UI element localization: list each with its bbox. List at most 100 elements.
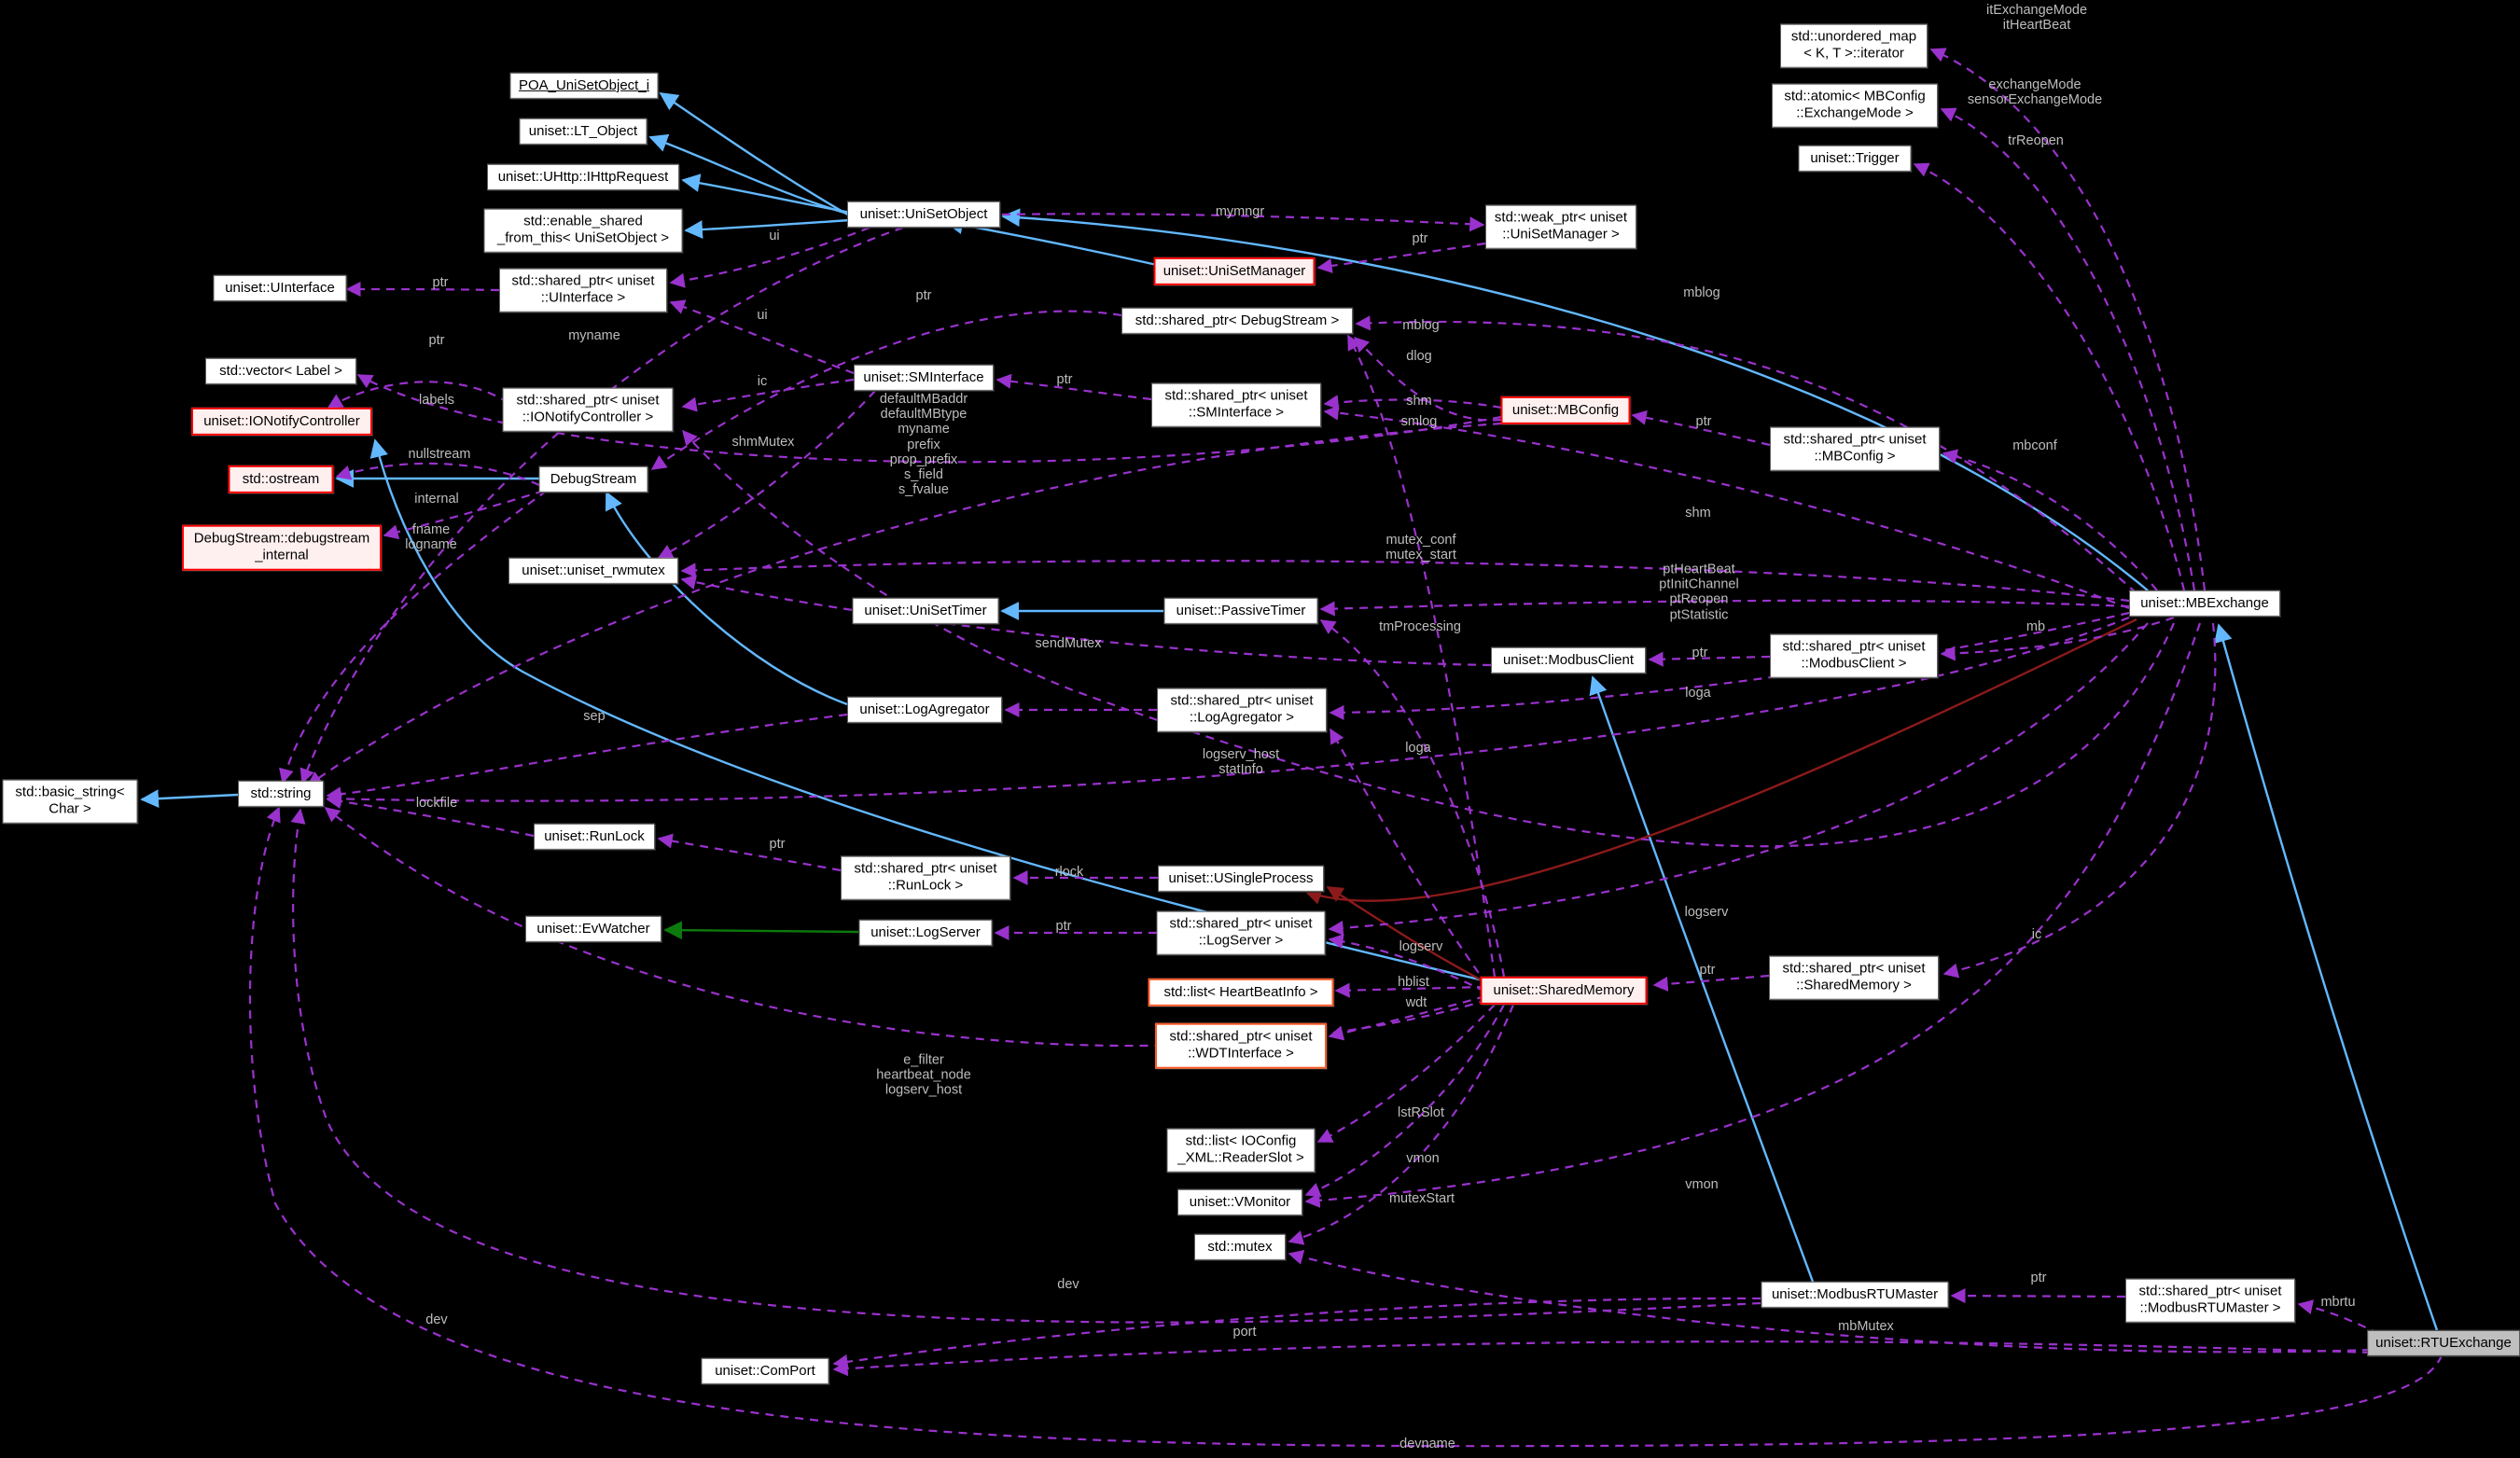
edge-purple-73 (1950, 1288, 2126, 1304)
edge-purple-42 (1319, 619, 1506, 978)
edge-purple-74 (1940, 616, 2175, 661)
class-node-sp_mbconf[interactable]: std::shared_ptr< uniset ::MBConfig > (1770, 426, 1940, 471)
edge-blue-2 (681, 174, 852, 215)
edge-purple-45 (681, 378, 855, 412)
edge-purple-24 (279, 490, 548, 785)
class-node-atomic[interactable]: std::atomic< MBConfig ::ExchangeMode > (1772, 83, 1938, 128)
edge-blue-11 (1589, 675, 1815, 1283)
edge-purple-32 (995, 373, 1152, 401)
class-node-uint[interactable]: uniset::UInterface (213, 274, 347, 302)
class-node-sp_mbrtu[interactable]: std::shared_ptr< uniset ::ModbusRTUMaste… (2125, 1278, 2295, 1323)
class-node-http[interactable]: uniset::UHttp::IHttpRequest (487, 163, 679, 191)
edge-purple-38 (1940, 107, 2196, 591)
class-node-sp_uint[interactable]: std::shared_ptr< uniset ::UInterface > (499, 268, 667, 312)
class-node-sp_ionc[interactable]: std::shared_ptr< uniset ::IONotifyContro… (502, 387, 674, 432)
class-node-uobj[interactable]: uniset::UniSetObject (847, 201, 1000, 229)
edge-blue-8 (140, 789, 239, 809)
edge-purple-62 (324, 807, 1488, 1048)
edge-label-20: smlog (1400, 413, 1438, 429)
edge-label-54: port (1232, 1324, 1257, 1340)
edge-darkred-15 (1304, 618, 2137, 905)
class-node-sp_wdt[interactable]: std::shared_ptr< uniset ::WDTInterface > (1155, 1022, 1327, 1069)
edge-purple-28 (1355, 315, 2137, 594)
class-node-poa[interactable]: POA_UniSetObject_i (509, 72, 659, 100)
class-node-sp_smi[interactable]: std::shared_ptr< uniset ::SMInterface > (1151, 382, 1321, 427)
edge-label-13: ptr (769, 836, 786, 852)
class-node-dbgsint[interactable]: DebugStream::debugstream _internal (182, 524, 382, 571)
class-node-umap[interactable]: std::unordered_map < K, T >::iterator (1780, 23, 1928, 68)
class-node-runlock[interactable]: uniset::RunLock (534, 823, 655, 851)
class-node-sp_logsrv[interactable]: std::shared_ptr< uniset ::LogServer > (1156, 910, 1326, 955)
class-node-trigger[interactable]: uniset::Trigger (1798, 145, 1912, 173)
edge-label-18: dlog (1406, 348, 1432, 364)
edge-purple-41 (1319, 599, 2130, 617)
edge-label-21: ptr (1056, 371, 1073, 387)
class-node-smi[interactable]: uniset::SMInterface (854, 364, 994, 392)
edge-label-9: internal (414, 491, 459, 507)
edge-label-15: ptr (1412, 230, 1428, 246)
class-node-sp_mbclient[interactable]: std::shared_ptr< uniset ::ModbusClient > (1770, 633, 1938, 678)
edge-label-0: ptr (432, 274, 449, 290)
edge-purple-72 (2297, 1299, 2380, 1335)
class-node-mbclient[interactable]: uniset::ModbusClient (1491, 646, 1646, 674)
class-node-mbex[interactable]: uniset::MBExchange (2129, 590, 2280, 618)
edge-purple-17 (669, 226, 870, 288)
class-node-rtuex[interactable]: uniset::RTUExchange (2367, 1329, 2520, 1357)
edge-label-43: hblist (1398, 974, 1429, 990)
class-node-ionc[interactable]: uniset::IONotifyController (191, 407, 372, 437)
edge-blue-6 (2214, 623, 2439, 1331)
class-node-vmon[interactable]: uniset::VMonitor (1177, 1188, 1302, 1216)
edge-label-42: logserv (1684, 904, 1729, 920)
class-node-sp_shm[interactable]: std::shared_ptr< uniset ::SharedMemory > (1769, 955, 1939, 1000)
class-node-sp_runlock[interactable]: std::shared_ptr< uniset ::RunLock > (841, 855, 1010, 900)
class-node-hblist[interactable]: std::list< HeartBeatInfo > (1148, 978, 1334, 1007)
edge-purple-69 (832, 1297, 1761, 1369)
edge-blue-5 (1001, 208, 2149, 591)
class-node-lt[interactable]: uniset::LT_Object (519, 118, 647, 146)
class-node-mbconf[interactable]: uniset::MBConfig (1500, 396, 1631, 425)
class-node-mutex[interactable]: std::mutex (1194, 1233, 1286, 1261)
edge-label-41: logserv (1399, 938, 1443, 954)
edge-purple-16 (345, 281, 500, 298)
class-node-sp_logagg[interactable]: std::shared_ptr< uniset ::LogAgregator > (1157, 687, 1327, 732)
edge-label-27: exchangeMode sensorExchangeMode (1967, 76, 2103, 107)
edge-label-47: lstRSlot (1398, 1104, 1444, 1120)
edge-label-14: mymngr (1215, 203, 1265, 219)
class-node-logsrv[interactable]: uniset::LogServer (858, 919, 993, 947)
class-node-ptimer[interactable]: uniset::PassiveTimer (1163, 597, 1318, 625)
class-node-vlabel[interactable]: std::vector< Label > (205, 357, 356, 385)
class-node-wp_umgr[interactable]: std::weak_ptr< uniset ::UniSetManager > (1485, 204, 1636, 249)
class-node-comport[interactable]: uniset::ComPort (701, 1357, 829, 1385)
edge-purple-23 (383, 489, 545, 540)
class-node-evw[interactable]: uniset::EvWatcher (525, 915, 661, 943)
edge-label-19: shm (1406, 393, 1432, 409)
class-node-esft[interactable]: std::enable_shared _from_this< UniSetObj… (483, 208, 683, 253)
edge-label-25: mblog (1683, 285, 1720, 300)
edge-purple-66 (1288, 1004, 1515, 1245)
class-node-utimer[interactable]: uniset::UniSetTimer (852, 597, 999, 625)
edge-label-50: mutexStart (1388, 1190, 1455, 1206)
class-node-rwm[interactable]: uniset::uniset_rwmutex (508, 557, 678, 585)
edge-label-48: vmon (1406, 1150, 1440, 1166)
edge-purple-39 (1913, 162, 2186, 591)
edge-label-3: myname (568, 327, 620, 343)
class-node-logagg[interactable]: uniset::LogAgregator (847, 696, 1002, 724)
class-node-lstrs[interactable]: std::list< IOConfig _XML::ReaderSlot > (1166, 1128, 1316, 1173)
edge-purple-53 (657, 833, 842, 872)
class-node-ostream[interactable]: std::ostream (228, 465, 334, 494)
edge-label-52: dev (425, 1312, 448, 1327)
class-node-bstr[interactable]: std::basic_string< Char > (2, 779, 138, 824)
edge-blue-0 (659, 91, 852, 218)
edge-label-35: ptr (1692, 645, 1708, 660)
class-node-umgr[interactable]: uniset::UniSetManager (1153, 257, 1316, 286)
class-node-shm[interactable]: uniset::SharedMemory (1480, 976, 1648, 1006)
class-node-mbrtum[interactable]: uniset::ModbusRTUMaster (1761, 1281, 1949, 1309)
class-node-str[interactable]: std::string (238, 780, 324, 808)
edge-green-13 (663, 921, 859, 940)
class-node-usp[interactable]: uniset::USingleProcess (1158, 865, 1324, 893)
edge-purple-35 (1942, 449, 2158, 591)
edge-purple-61 (1942, 622, 2217, 979)
class-node-sp_dbg[interactable]: std::shared_ptr< DebugStream > (1121, 307, 1353, 335)
class-node-dbgs[interactable]: DebugStream (538, 465, 648, 493)
